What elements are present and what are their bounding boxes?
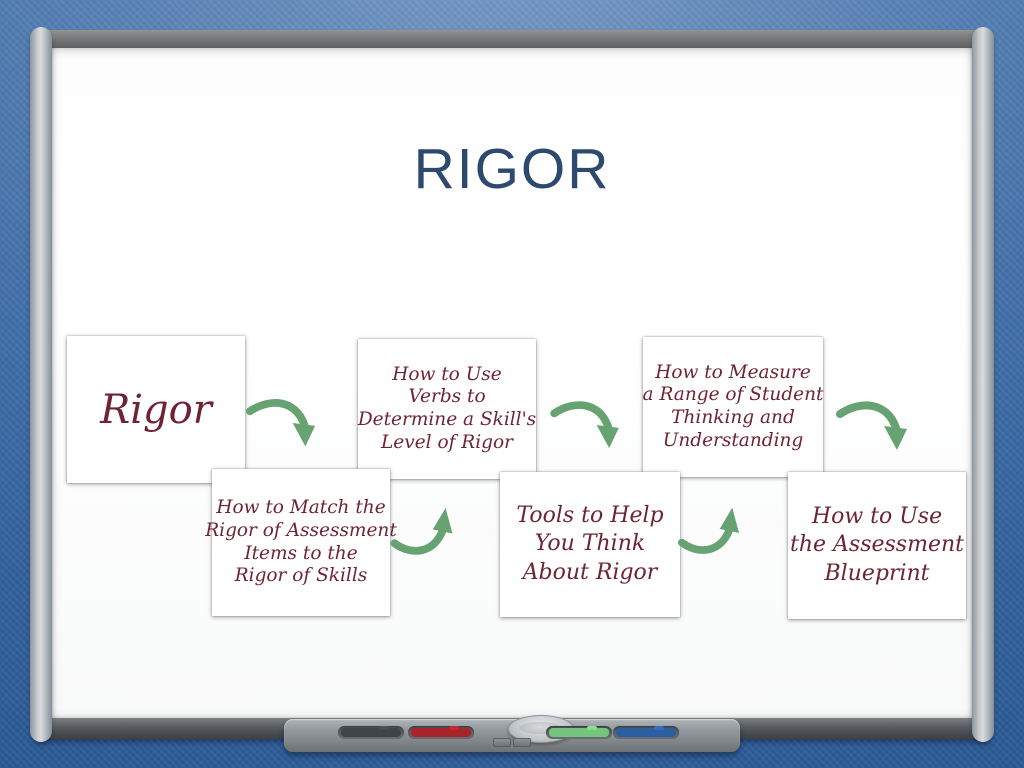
marker-clip — [654, 726, 664, 730]
slide-title: RIGOR — [413, 137, 611, 201]
marker-slot — [408, 726, 474, 739]
card-text-line: Rigor — [100, 386, 212, 433]
card-text-line: Items to the — [244, 542, 358, 564]
card-text-line: About Rigor — [522, 559, 658, 585]
flow-arrow-down-icon — [245, 393, 319, 451]
marker-clip — [379, 726, 389, 730]
card-use-verbs: How to Use Verbs to Determine a Skill's … — [358, 339, 536, 479]
green-marker — [549, 726, 609, 737]
marker-clip — [449, 726, 459, 730]
card-rigor: Rigor — [67, 336, 245, 483]
card-text-line: Thinking and — [671, 407, 795, 428]
tray-button — [513, 738, 531, 747]
whiteboard-top-frame — [38, 30, 986, 48]
flow-arrow-down-icon — [548, 396, 624, 452]
tray-button — [493, 738, 511, 747]
card-text-line: Understanding — [662, 429, 804, 451]
card-text-line: How to Match the — [216, 497, 386, 519]
card-text-line: Tools to Help — [516, 502, 664, 528]
card-text-line: Level of Rigor — [381, 431, 513, 453]
card-text-line: Determine a Skill's — [357, 409, 537, 430]
whiteboard-right-rail — [972, 27, 994, 742]
card-text-line: Rigor of Skills — [234, 565, 368, 587]
card-text-line: How to Use — [392, 363, 502, 385]
black-marker — [341, 726, 401, 737]
marker-slot — [613, 726, 679, 739]
card-text-line: How to Measure — [655, 361, 811, 383]
flow-arrow-down-icon — [835, 396, 911, 454]
whiteboard-left-rail — [30, 27, 52, 742]
card-text-line: Verbs to — [408, 386, 486, 408]
marker-clip — [587, 726, 597, 730]
card-assessment-blueprint: How to Use the Assessment Blueprint — [788, 472, 966, 619]
blue-marker — [616, 726, 676, 737]
card-tools-to-help: Tools to Help You Think About Rigor — [500, 472, 680, 617]
card-text-line: You Think — [534, 531, 646, 557]
card-text-line: Blueprint — [824, 560, 930, 586]
pen-tray — [284, 715, 740, 752]
card-match-rigor: How to Match the Rigor of Assessment Ite… — [205, 469, 397, 616]
whiteboard-surface: RIGOR Rigor How to Use Verbs to Determin… — [52, 48, 972, 718]
marker-slot — [338, 726, 404, 739]
flow-arrow-up-icon — [678, 502, 740, 558]
flow-arrow-up-icon — [390, 503, 454, 558]
card-text-line: a Range of Student — [642, 384, 824, 406]
card-measure-thinking: How to Measure a Range of Student Thinki… — [643, 337, 823, 477]
card-text-line: the Assessment — [790, 532, 964, 558]
red-marker — [411, 726, 471, 737]
marker-slot — [546, 726, 612, 739]
card-text-line: How to Use — [811, 503, 943, 529]
card-text-line: Rigor of Assessment — [205, 519, 397, 541]
